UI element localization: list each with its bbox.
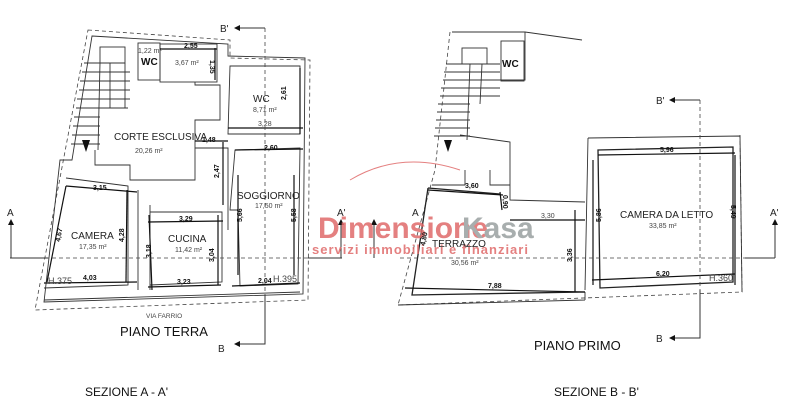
section-caption-b: SEZIONE B - B' — [554, 385, 639, 399]
plan-piano-primo — [397, 31, 778, 341]
stair-direction-arrow-primo — [444, 140, 452, 152]
dimension-lines — [43, 48, 304, 291]
watermark-roof-icon — [349, 161, 461, 181]
section-line-a-primo — [400, 219, 778, 259]
labels-piano-primo: WC TERRAZZO 30,56 m² CAMERA DA LETTO 33,… — [412, 59, 779, 399]
room-area-corte: 20,26 m² — [135, 148, 163, 155]
section-mark-b-prime-primo: B' — [656, 96, 665, 107]
dim-label: 6,20 — [656, 271, 670, 278]
stair-direction-arrow — [82, 140, 90, 152]
plan-title-terra: PIANO TERRA — [120, 324, 208, 339]
dimension-lines-primo — [404, 152, 736, 293]
plan-title-primo: PIANO PRIMO — [534, 338, 621, 353]
property-boundary-primo — [397, 31, 743, 306]
staircase — [71, 46, 130, 152]
room-label-camera: CAMERA — [71, 231, 114, 242]
corte-walls — [94, 82, 221, 181]
section-mark-a: A — [7, 208, 14, 219]
section-mark-b: B — [218, 344, 225, 355]
dim-label: 3,36 — [567, 248, 574, 262]
dim-label: 3,18 — [146, 244, 153, 258]
watermark-brand-2: Kasa — [462, 212, 534, 245]
room-area-wc-large: 8,71 m² — [253, 107, 277, 114]
dim-label: 5,66 — [237, 208, 244, 222]
dim-label: 3,04 — [209, 248, 216, 262]
height-label: H.375 — [48, 276, 72, 286]
dim-label: 7,88 — [488, 283, 502, 290]
watermark-brand-1: Dimensione — [318, 212, 488, 245]
section-line-b-primo — [669, 97, 701, 341]
dim-label: 3,29 — [179, 216, 193, 223]
dim-label: 2,47 — [214, 164, 221, 178]
section-mark-a-primo: A — [412, 208, 419, 219]
camera-da-letto-walls — [584, 135, 743, 293]
dim-label: 3,30 — [541, 213, 555, 220]
dim-label: 4,80 — [420, 232, 429, 247]
property-boundary — [34, 29, 311, 311]
section-mark-b-prime: B' — [220, 24, 229, 35]
wc-primo — [500, 40, 525, 82]
dim-label: 2,60 — [264, 145, 278, 152]
dim-label: 2,55 — [184, 43, 198, 50]
section-mark-b-primo: B — [656, 334, 663, 345]
room-label-corte: CORTE ESCLUSIVA — [114, 132, 207, 143]
dim-label: 4,28 — [119, 228, 126, 242]
dim-label: 2,04 — [258, 278, 272, 285]
room-label-wc-small: WC — [141, 57, 158, 68]
camera-walls — [43, 177, 129, 289]
dim-label: 3,60 — [465, 183, 479, 190]
room-area-soggiorno: 17,50 m² — [255, 203, 283, 210]
dim-label: 5,49 — [729, 205, 736, 219]
dim-label: 4,03 — [83, 275, 97, 282]
dim-label: 5,58 — [291, 208, 298, 222]
section-caption-a: SEZIONE A - A' — [85, 385, 168, 399]
plan-piano-terra — [8, 25, 377, 347]
dim-label: 3,15 — [93, 185, 107, 192]
labels-piano-terra: WC 1,22 m² 3,67 m² WC 8,71 m² CORTE ESCL… — [7, 24, 346, 399]
dim-label: 3,23 — [177, 279, 191, 286]
room-label-camera-da-letto: CAMERA DA LETTO — [620, 210, 713, 221]
dim-label: 1,48 — [202, 137, 216, 144]
street-label: VIA FARRIO — [146, 313, 182, 320]
dim-label: 2,61 — [281, 86, 288, 100]
dim-label: 3,28 — [258, 121, 272, 128]
watermark-tagline: servizi immobiliari e finanziari — [312, 242, 529, 257]
room-label-cucina: CUCINA — [168, 234, 207, 245]
section-line-b — [234, 25, 266, 347]
room-area-wc-small: 1,22 m² — [138, 48, 162, 55]
height-label: H.360 — [709, 273, 733, 283]
height-label: H.395 — [273, 274, 297, 284]
room-area-cucina: 11,42 m² — [175, 247, 203, 254]
room-label-wc-large: WC — [253, 94, 270, 105]
section-mark-a-prime: A' — [337, 208, 346, 219]
room-label-terrazzo: TERRAZZO — [432, 239, 486, 250]
dim-label: 4,67 — [55, 228, 64, 243]
dim-label: 1,35 — [208, 60, 215, 74]
room-area-storage: 3,67 m² — [175, 60, 199, 67]
dim-label: 5,96 — [660, 147, 674, 154]
room-area-terrazzo: 30,56 m² — [451, 260, 479, 267]
dim-label: 5,86 — [596, 208, 603, 222]
room-area-camera-da-letto: 33,85 m² — [649, 223, 677, 230]
outer-wall — [43, 35, 306, 303]
dim-label: 0,90 — [501, 195, 508, 209]
storage-room — [159, 43, 218, 83]
staircase-primo — [434, 47, 500, 152]
room-label-wc-primo: WC — [502, 59, 519, 70]
section-mark-a-prime-primo: A' — [770, 208, 779, 219]
room-area-camera: 17,35 m² — [79, 244, 107, 251]
room-label-soggiorno: SOGGIORNO — [237, 191, 300, 202]
section-line-a — [8, 219, 377, 259]
watermark-logo: Dimensione Kasa servizi immobiliari e fi… — [312, 161, 534, 257]
